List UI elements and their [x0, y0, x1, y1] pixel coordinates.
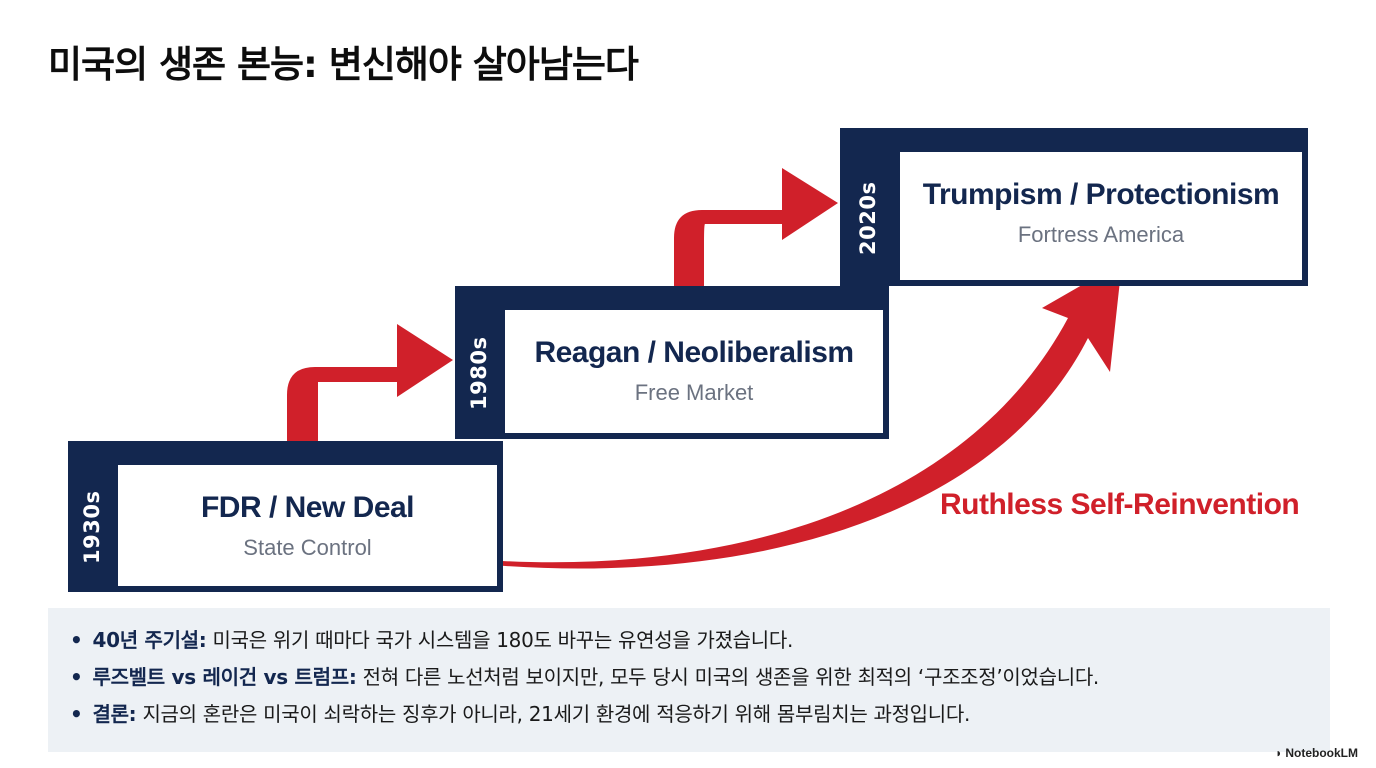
step-arrow-2-icon: [674, 168, 838, 298]
reinvention-label: Ruthless Self-Reinvention: [940, 488, 1300, 521]
brand-name: NotebookLM: [1285, 746, 1358, 760]
step-subtitle: State Control: [243, 535, 372, 560]
brand-watermark: ◗NotebookLM: [1275, 746, 1358, 760]
note-text: 미국은 위기 때마다 국가 시스템을 180도 바꾸는 유연성을 가졌습니다.: [206, 628, 794, 652]
era-label: 1930s: [80, 490, 104, 565]
note-text: 지금의 혼란은 미국이 쇠락하는 징후가 아니라, 21세기 환경에 적응하기 …: [136, 702, 971, 726]
step-card: FDR / New Deal State Control: [116, 463, 499, 588]
era-label: 1980s: [467, 336, 491, 411]
bullet-icon: •: [70, 628, 83, 652]
note-key: 40년 주기설:: [92, 628, 207, 652]
notes-panel: • 40년 주기설: 미국은 위기 때마다 국가 시스템을 180도 바꾸는 유연…: [48, 608, 1330, 752]
note-text: 전혀 다른 노선처럼 보이지만, 모두 당시 미국의 생존을 위한 최적의 ‘구…: [356, 665, 1100, 689]
note-item: • 40년 주기설: 미국은 위기 때마다 국가 시스템을 180도 바꾸는 유연…: [70, 622, 1310, 659]
step-subtitle: Fortress America: [1017, 222, 1185, 247]
step-1980s: 1980s Reagan / Neoliberalism Free Market: [455, 286, 889, 439]
step-name: FDR / New Deal: [200, 491, 415, 524]
step-arrow-1-icon: [287, 324, 453, 455]
step-name: Reagan / Neoliberalism: [534, 336, 854, 369]
bullet-icon: •: [70, 702, 83, 726]
step-name: Trumpism / Protectionism: [922, 178, 1280, 211]
note-key: 루즈벨트 vs 레이건 vs 트럼프:: [92, 665, 357, 689]
step-1930s: 1930s FDR / New Deal State Control: [68, 441, 503, 592]
note-item: • 결론: 지금의 혼란은 미국이 쇠락하는 징후가 아니라, 21세기 환경에 …: [70, 696, 1310, 733]
note-key: 결론:: [92, 702, 137, 726]
step-card: Trumpism / Protectionism Fortress Americ…: [898, 150, 1304, 282]
era-label: 2020s: [856, 181, 880, 255]
bullet-icon: •: [70, 665, 83, 689]
step-subtitle: Free Market: [634, 380, 754, 405]
step-2020s: 2020s Trumpism / Protectionism Fortress …: [840, 128, 1308, 286]
step-card: Reagan / Neoliberalism Free Market: [503, 308, 885, 435]
note-item: • 루즈벨트 vs 레이건 vs 트럼프: 전혀 다른 노선처럼 보이지만, 모두…: [70, 659, 1310, 696]
notebooklm-logo-icon: ◗: [1275, 746, 1283, 760]
page-title: 미국의 생존 본능: 변신해야 살아남는다: [48, 43, 639, 86]
